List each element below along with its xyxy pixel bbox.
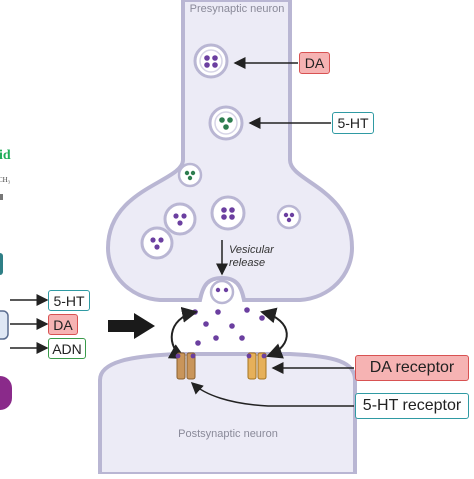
ht-receptor-pointer-arrow: [190, 381, 354, 407]
vesicle: [163, 202, 197, 236]
presynaptic-neuron-label: Presynaptic neuron: [189, 3, 285, 15]
left-curved-arrow: [167, 306, 198, 359]
vesicle: [276, 204, 302, 230]
small-ht-vesicle: [177, 162, 203, 188]
da-vesicle: [193, 43, 229, 79]
right-curved-arrow: [260, 307, 288, 359]
left-formula-fragment: CH₃: [0, 176, 11, 184]
left-partial-teal-shape: [0, 253, 3, 275]
vesicle: [210, 195, 246, 231]
left-partial-box-shape: [0, 310, 9, 340]
vesicular-release-line2: release: [229, 257, 266, 269]
postsynaptic-neuron-label: Postsynaptic neuron: [178, 428, 278, 440]
da-receptor-label: DA receptor: [355, 355, 469, 381]
ht-receptor-label: 5-HT receptor: [355, 393, 469, 419]
vesicular-release-label: Vesicular release: [229, 244, 274, 270]
da-label: DA: [299, 52, 330, 74]
ht-receptor-icon: [175, 352, 196, 380]
released-neurotransmitters: [192, 307, 265, 346]
fusing-vesicle: [209, 279, 235, 305]
ht-vesicle: [208, 105, 244, 141]
vesicle: [140, 226, 174, 260]
thick-arrow-icon: [108, 313, 155, 339]
ht-label: 5-HT: [332, 112, 374, 134]
postsynaptic-neuron: [98, 352, 357, 476]
left-formula-mark: [0, 194, 3, 200]
left-partial-magenta-shape: [0, 376, 12, 410]
left-da-label: DA: [48, 314, 78, 335]
vesicular-release-line1: Vesicular: [229, 244, 274, 256]
left-adn-label: ADN: [48, 338, 86, 359]
da-receptor-icon: [246, 352, 267, 380]
left-ht-label: 5-HT: [48, 290, 90, 311]
left-heading-fragment: id: [0, 148, 11, 163]
